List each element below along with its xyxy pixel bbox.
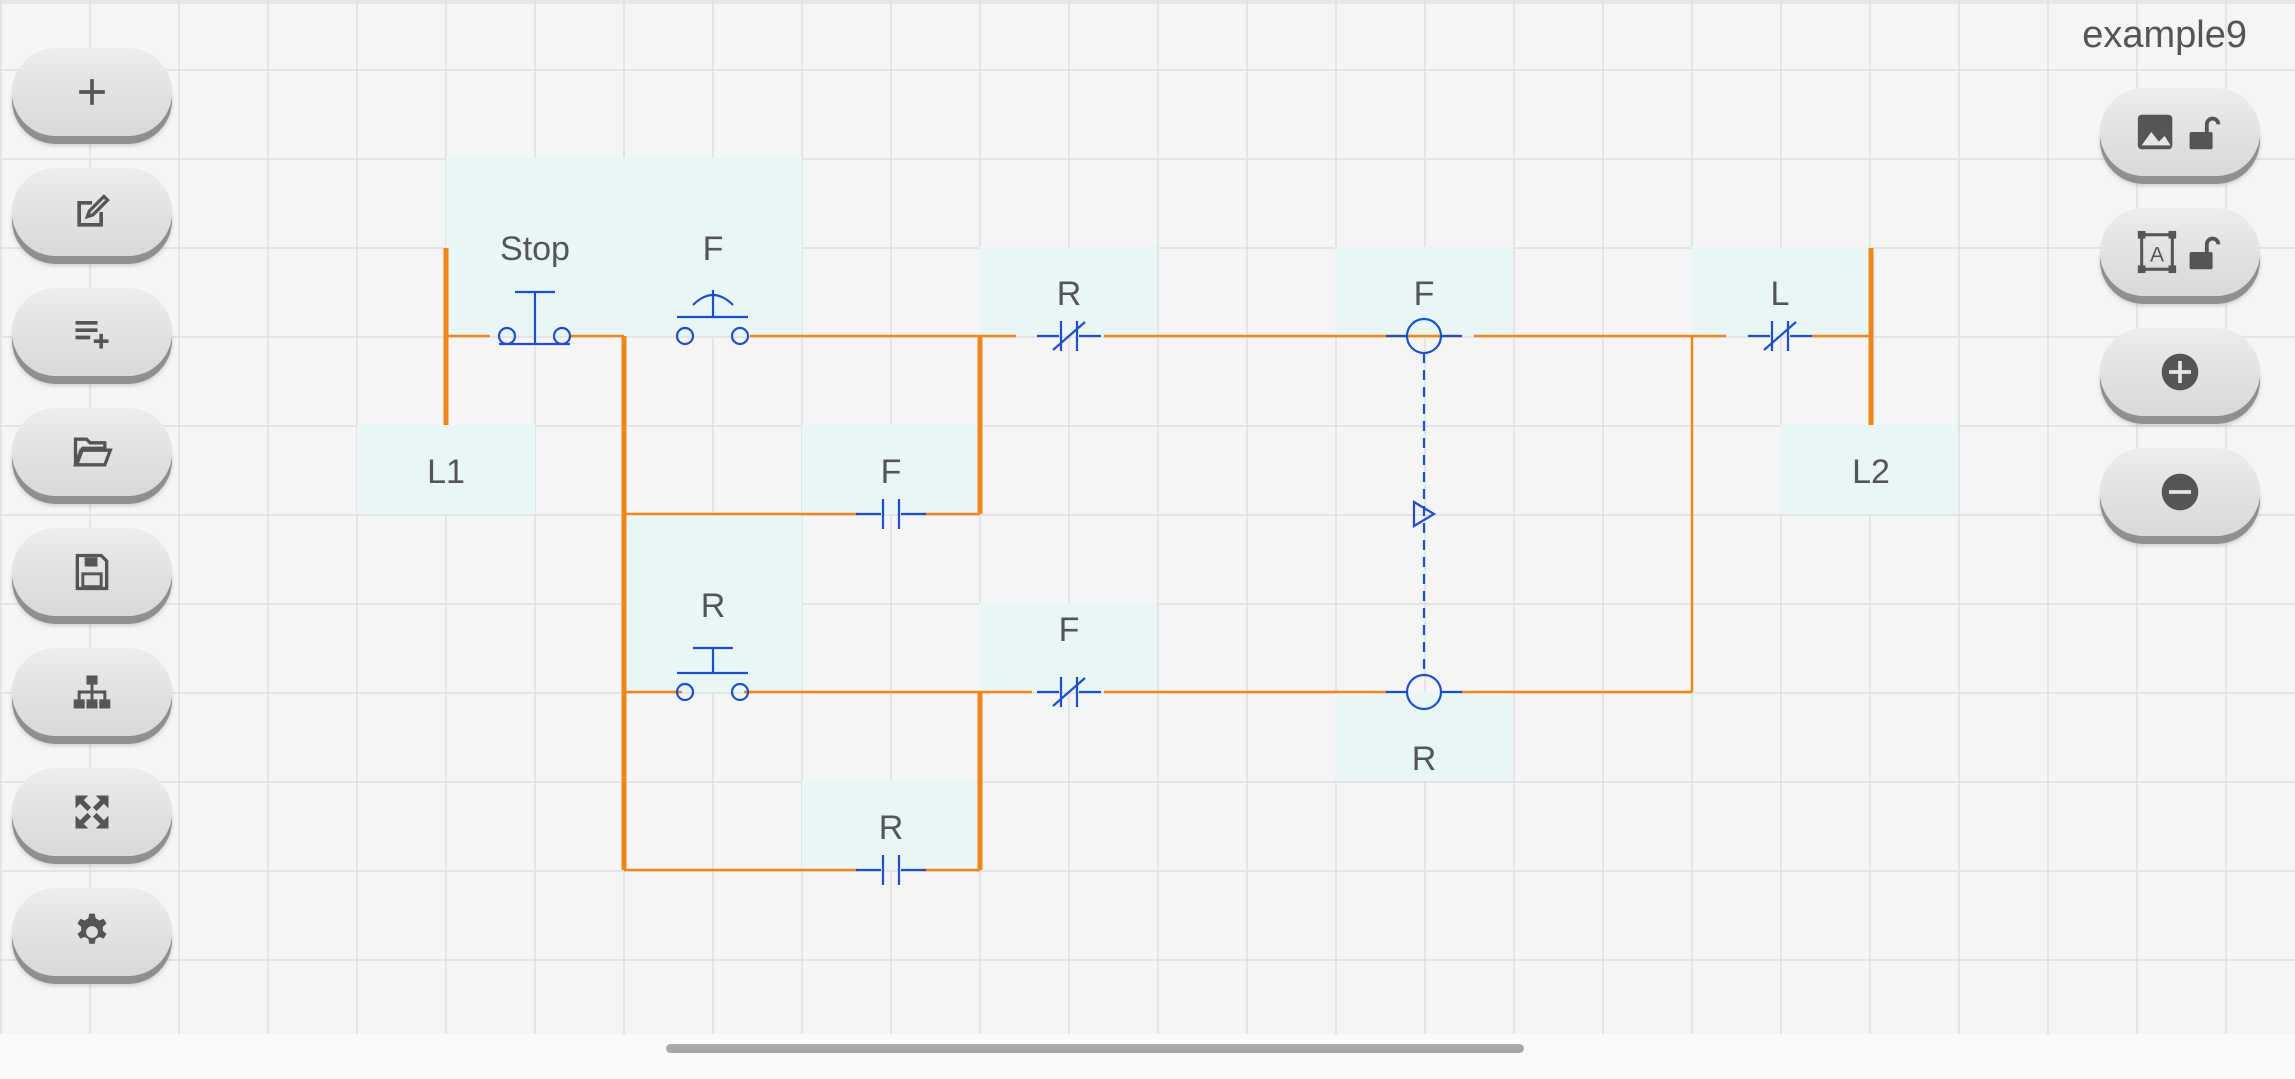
l-nc-contact[interactable] — [1748, 321, 1812, 351]
add-rung-button[interactable] — [12, 288, 172, 376]
hierarchy-button[interactable] — [12, 648, 172, 736]
cell-highlight — [979, 247, 1157, 336]
cell-highlight — [357, 425, 535, 514]
plus-icon — [79, 79, 105, 105]
l-nc-contact-label: L — [1771, 275, 1790, 313]
stop-label: Stop — [500, 230, 570, 268]
home-indicator[interactable] — [666, 1044, 1524, 1053]
settings-button[interactable] — [12, 888, 172, 976]
r-nc-contact-label: R — [1057, 275, 1082, 313]
wires — [443, 248, 1874, 872]
cell-highlight — [802, 425, 980, 514]
interlock-link[interactable] — [1412, 353, 1437, 675]
grid — [0, 0, 2295, 1034]
plus-circle-icon — [2161, 353, 2199, 391]
rail-label-left: L1 — [427, 453, 465, 491]
save-button[interactable] — [12, 528, 172, 616]
save-icon — [75, 553, 109, 591]
rail-label-right: L2 — [1852, 453, 1890, 491]
add-button[interactable] — [12, 48, 172, 136]
bottom-bar — [0, 1034, 2295, 1079]
r-no-contact-label: R — [879, 809, 904, 847]
r-no-contact[interactable] — [856, 855, 926, 885]
fullscreen-button[interactable] — [12, 768, 172, 856]
r-pushbutton-label: R — [701, 587, 726, 625]
file-title: example9 — [2082, 14, 2247, 56]
stop-pushbutton[interactable] — [497, 290, 572, 346]
zoom-out-button[interactable] — [2100, 448, 2260, 536]
cell-highlight — [1335, 247, 1513, 336]
open-button[interactable] — [12, 408, 172, 496]
image-unlock-icon — [2137, 114, 2221, 150]
cell-highlight — [979, 603, 1157, 692]
cell-highlight — [802, 781, 980, 870]
f-no-contact-label: F — [881, 453, 902, 491]
r-coil-label: R — [1412, 740, 1437, 778]
f-pushbutton[interactable] — [675, 290, 750, 346]
r-pushbutton[interactable] — [675, 646, 750, 702]
text-box-unlock-icon: A — [2137, 230, 2221, 274]
f-pushbutton-label: F — [703, 230, 724, 268]
r-coil[interactable] — [1386, 673, 1462, 711]
text-lock-button[interactable]: A — [2100, 208, 2260, 296]
r-nc-contact[interactable] — [1037, 321, 1101, 351]
image-lock-button[interactable] — [2100, 88, 2260, 176]
cell-highlight — [1780, 425, 1958, 514]
edit-icon — [77, 194, 110, 227]
f-nc-contact-label: F — [1059, 611, 1080, 649]
svg-text:A: A — [2150, 244, 2165, 267]
minus-circle-icon — [2161, 473, 2199, 511]
zoom-in-button[interactable] — [2100, 328, 2260, 416]
gear-icon — [77, 913, 107, 944]
f-nc-contact[interactable] — [1037, 677, 1101, 707]
interlock-arrow-icon — [1412, 500, 1437, 528]
f-coil-label: F — [1414, 275, 1435, 313]
folder-open-icon — [73, 437, 113, 467]
f-no-contact[interactable] — [856, 499, 926, 529]
playlist-add-icon — [75, 321, 109, 349]
top-edge — [0, 0, 2295, 4]
edit-button[interactable] — [12, 168, 172, 256]
cell-highlight — [1691, 247, 1869, 336]
expand-icon — [75, 795, 109, 829]
sitemap-icon — [73, 675, 111, 709]
cell-highlight — [446, 158, 802, 336]
cell-highlight — [1335, 692, 1513, 781]
